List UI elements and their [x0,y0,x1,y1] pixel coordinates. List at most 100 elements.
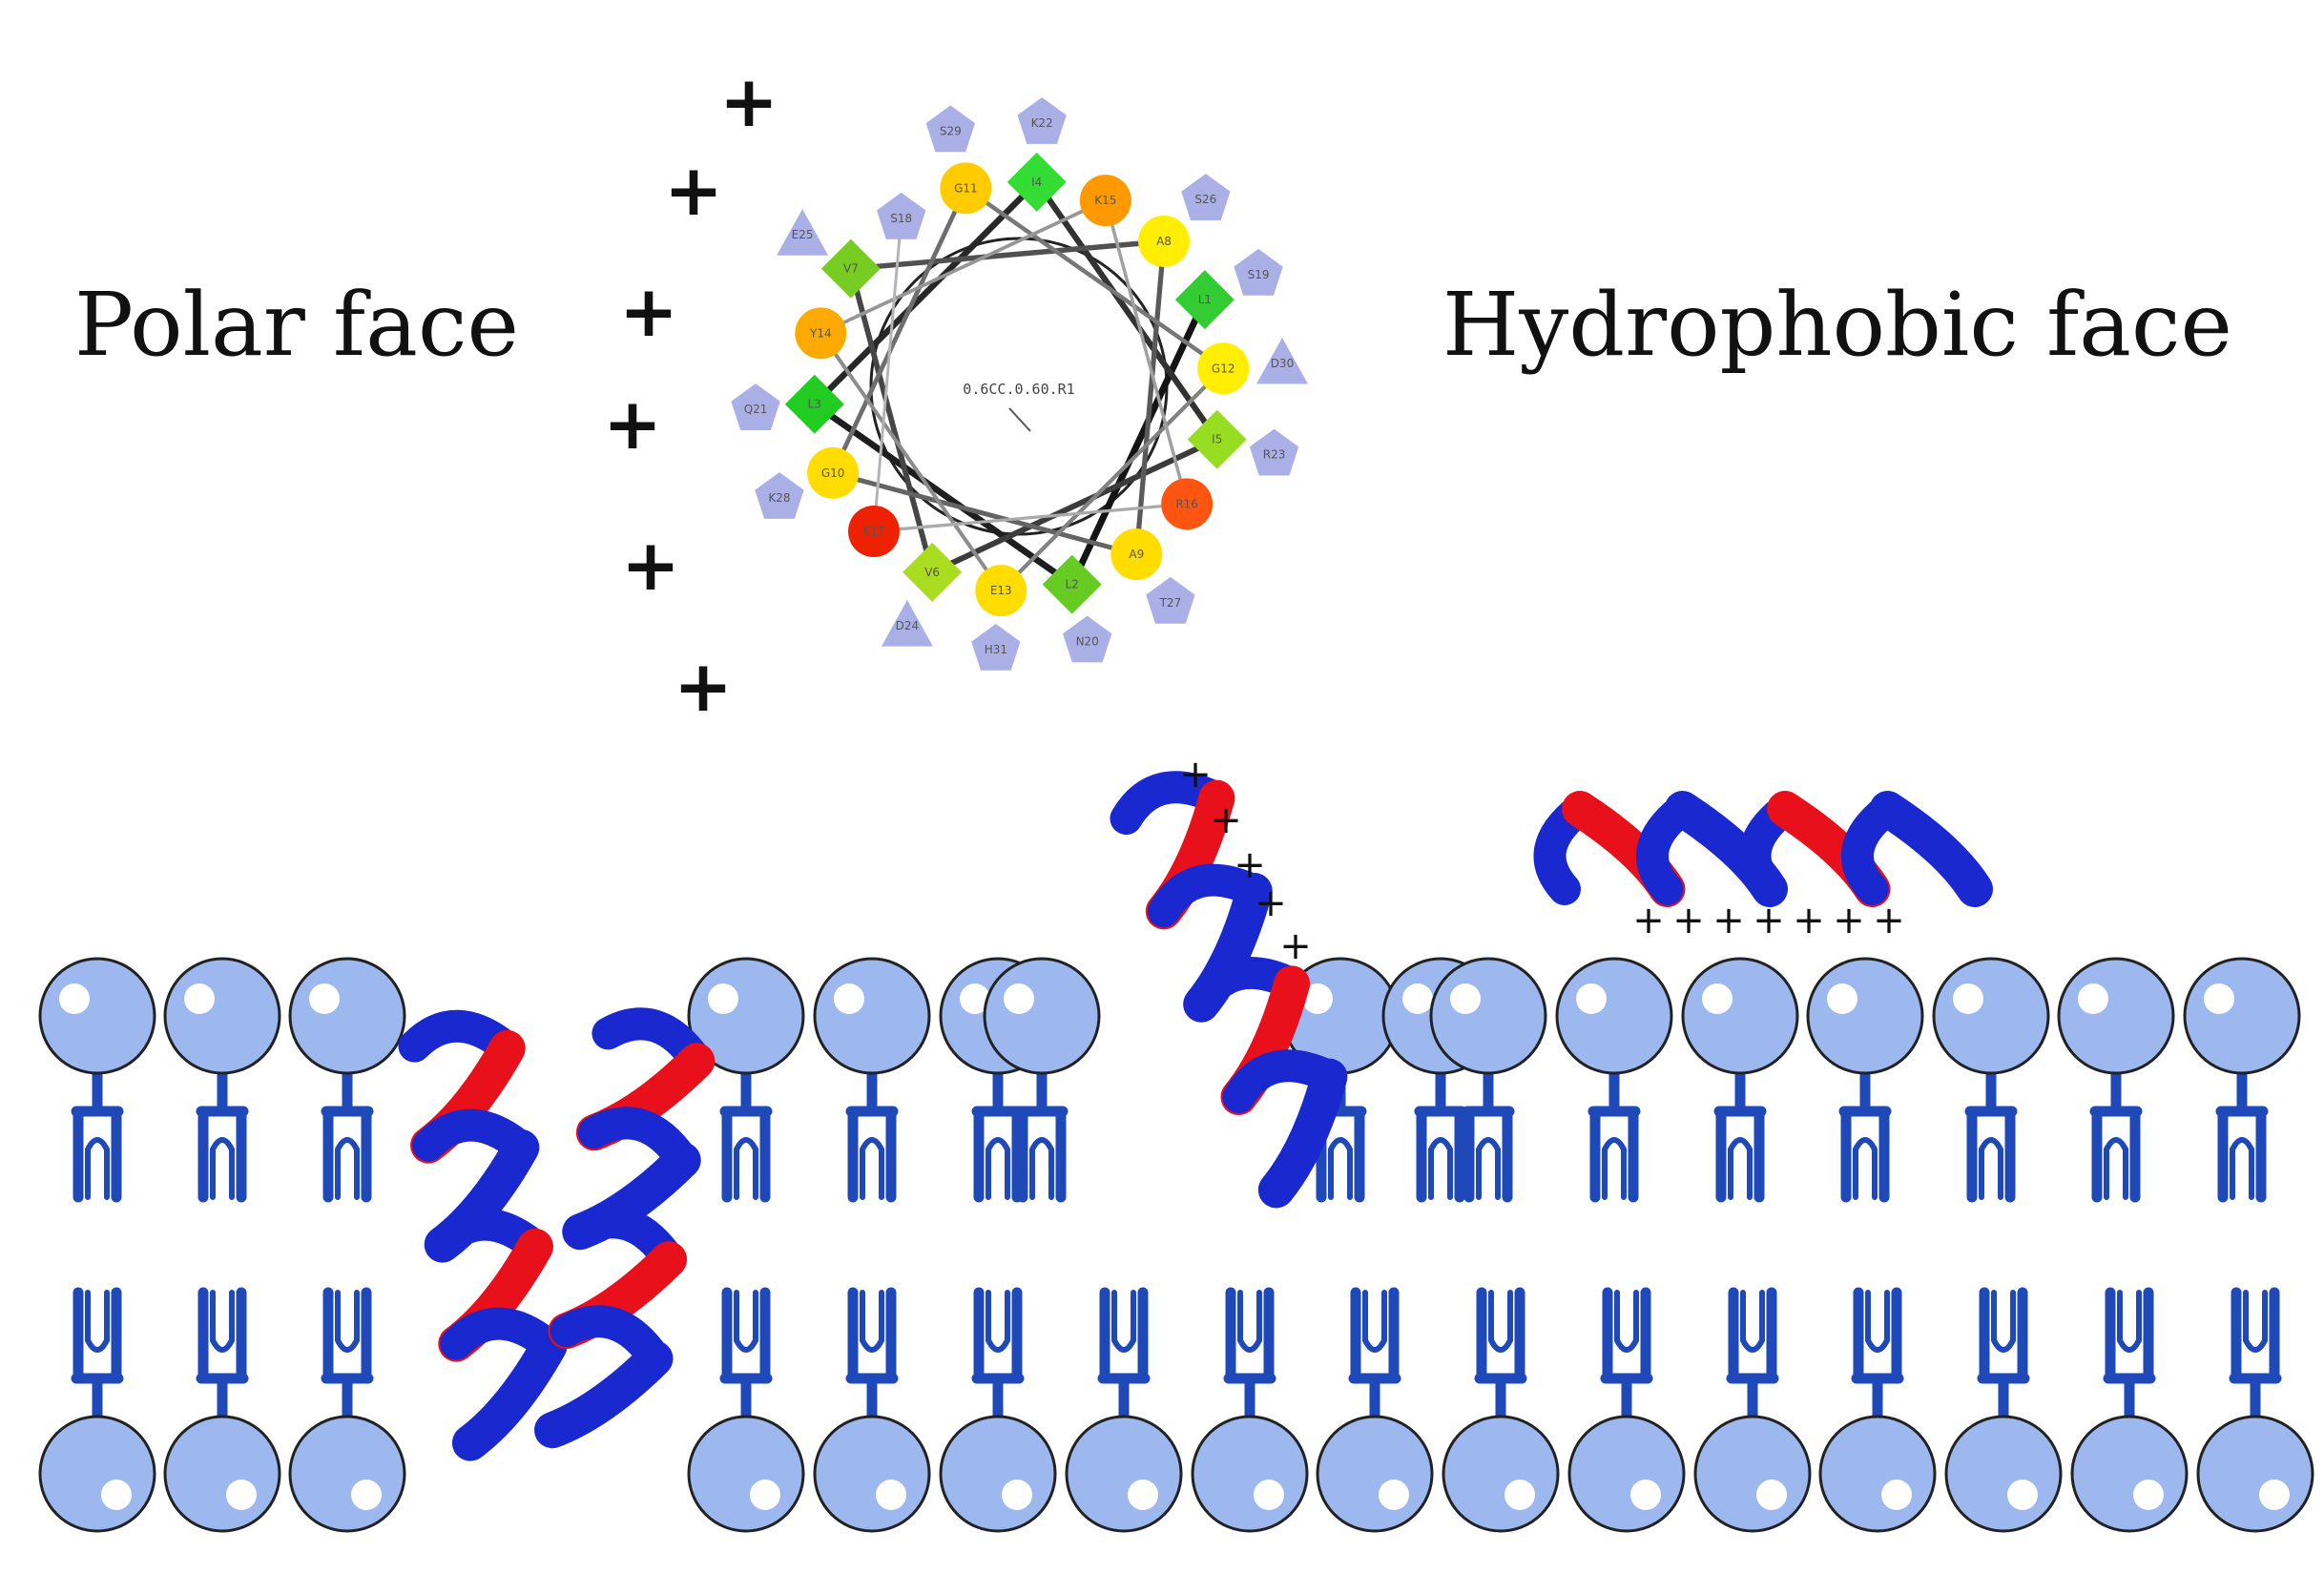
lipid-head [1442,1415,1560,1533]
wheel-line [930,436,1218,575]
lipid-tail [2089,1067,2143,1203]
residue-label: K17 [862,525,884,538]
lipid-tail [2103,1287,2156,1422]
residue-label: L3 [808,398,821,411]
wheel-line [999,366,1225,592]
residue-pentagon-marker [877,192,926,239]
lipid-head [1316,1415,1434,1533]
lipid-tail [1838,1067,1892,1203]
inserting-helix [1110,771,1348,1209]
helix-ribbon-front [534,1340,674,1449]
lipid-head [288,1415,406,1533]
residue-label: D24 [896,619,920,632]
wheel-residue: K28 [755,472,804,519]
lipid-head [1065,1415,1183,1533]
wheel-line [850,238,1165,272]
inserting-helix-plus-sign: + [1210,798,1242,842]
lipid-head [813,957,931,1075]
helical-wheel: L1L2L3I4I5V6V7A8A9G10G11G12E13Y14K15R16K… [731,97,1308,671]
wheel-line [1104,199,1189,505]
lipid-head [1818,1415,1937,1533]
lipid-tail [1414,1067,1467,1203]
polar-plus-sign: + [621,525,680,607]
residue-triangle-marker [881,600,933,647]
wheel-residue: K17 [847,506,900,558]
residue-label: H31 [985,643,1007,656]
wheel-residue: G10 [807,446,860,499]
lipid-tail [719,1287,773,1422]
lipid-tail [719,1067,773,1203]
residue-label: G10 [821,466,845,480]
wheel-line [830,187,968,474]
residue-circle-marker [1079,175,1131,227]
lipid-tail [1726,1287,1779,1422]
lipid-tail [2229,1287,2282,1422]
residue-diamond-marker [784,374,844,434]
lipid-head [1567,1415,1686,1533]
hydrophobic-face-label: Hydrophobic face [1442,274,2232,376]
wheel-residue: R16 [1161,478,1214,530]
lipid-tail [1964,1067,2018,1203]
lipid-tail [1015,1067,1069,1203]
lipid-head [1806,957,1924,1075]
lipid-head [1932,957,2050,1075]
residue-label: A8 [1156,235,1172,248]
lipid-tail [1713,1067,1767,1203]
lipid-tail [196,1067,249,1203]
residue-label: G11 [954,181,978,195]
wheel-line [965,186,1225,371]
wheel-line [872,217,903,532]
residue-triangle-marker [777,209,829,256]
residue-label: T27 [1159,596,1182,610]
wheel-residue: K15 [1079,175,1131,227]
wheel-line [1069,298,1209,587]
wheel-line [812,179,1040,407]
wheel-residue: L1 [1174,270,1235,330]
wheel-residue: S29 [925,105,975,153]
lipid-head [38,1415,156,1533]
lipid-head [163,1415,281,1533]
wheel-residue: L3 [784,374,844,434]
wheel-line [873,502,1188,533]
wheel-residue: S19 [1234,248,1283,296]
inserting-helix-plus-sign: + [1255,881,1287,925]
wheel-residue: T27 [1146,576,1195,624]
residue-pentagon-marker [925,105,975,153]
wheel-residue: G11 [940,162,992,215]
residue-label: V7 [843,262,859,276]
residue-pentagon-marker [971,623,1021,671]
transmembrane-helix-right [534,1007,716,1449]
residue-label: I5 [1212,433,1222,446]
wheel-line [1133,240,1167,555]
residue-label: S26 [1194,193,1216,206]
lipid-tail [1600,1287,1653,1422]
residue-label: V6 [924,566,940,579]
wheel-residues: L1L2L3I4I5V6V7A8A9G10G11G12E13Y14K15R16K… [731,97,1308,671]
residue-label: K28 [768,491,790,505]
residue-label: L1 [1198,293,1212,306]
polar-face-label: Polar face [74,274,519,376]
wheel-residue: S26 [1181,174,1231,220]
residue-label: E25 [792,228,814,241]
lipid-head [288,957,406,1075]
residue-circle-marker [1161,478,1214,530]
lipid-head [163,957,281,1075]
lipid-tail [321,1287,374,1422]
transmembrane-helix-left [398,1009,568,1461]
wheel-residue: D30 [1255,337,1308,384]
residue-pentagon-marker [755,472,804,519]
polar-plus-sign: + [719,61,778,143]
lipid-tail [971,1067,1025,1203]
surface-helix-plus-sign: + [1873,899,1905,942]
residue-label: E13 [990,584,1012,597]
residue-diamond-marker [1187,409,1247,469]
residue-pentagon-marker [1146,576,1195,624]
wheel-line [812,401,1074,588]
wheel-residue: K22 [1017,97,1067,144]
lipid-tail [1474,1287,1527,1422]
wheel-line [820,198,1107,336]
wheel-residue: G12 [1197,342,1250,395]
residue-label: K15 [1094,194,1116,207]
lipid-tail [71,1287,124,1422]
residue-label: Y14 [809,326,832,340]
